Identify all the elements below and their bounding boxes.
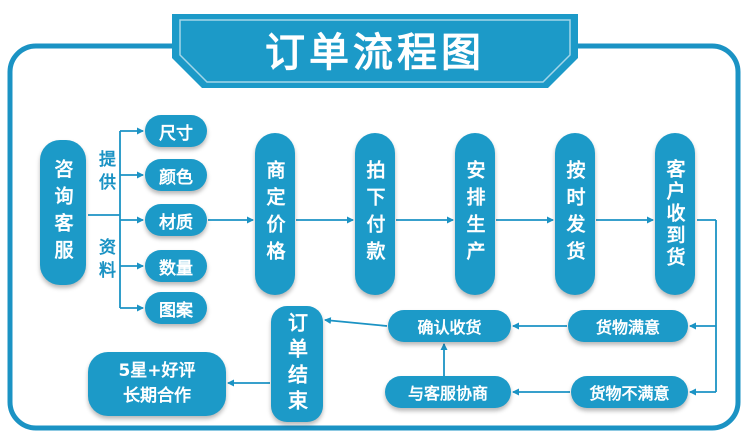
start-node: 咨询客服 — [40, 140, 86, 285]
title-banner-inner — [179, 19, 571, 83]
page-title: 订单流程图 — [265, 30, 485, 76]
outcome-unsatisfied: 货物不满意 — [571, 376, 688, 408]
step-place-order-pay: 拍下付款 — [355, 133, 395, 295]
review-line-2: 长期合作 — [123, 386, 191, 406]
confirm-receipt: 确认收货 — [388, 310, 511, 342]
order-end: 订单结束 — [271, 306, 323, 422]
step-negotiate-price: 商定价格 — [255, 133, 295, 295]
info-item-material: 材质 — [145, 204, 207, 236]
review-line-1: 5星+好评 — [118, 360, 196, 381]
provide-label-bottom: 资料 — [95, 238, 115, 284]
info-item-color: 颜色 — [145, 159, 207, 191]
info-item-pattern: 图案 — [145, 292, 207, 324]
info-item-size: 尺寸 — [145, 115, 207, 147]
title-banner — [172, 14, 578, 88]
negotiate-with-service: 与客服协商 — [385, 376, 511, 408]
review-cooperation-box: 5星+好评 长期合作 — [88, 352, 226, 416]
provide-label-top: 提供 — [95, 150, 115, 196]
info-item-quantity: 数量 — [145, 250, 207, 282]
step-ship-on-time: 按时发货 — [555, 133, 595, 295]
outcome-satisfied: 货物满意 — [568, 310, 688, 342]
step-customer-received: 客户收到货 — [655, 133, 695, 295]
step-arrange-production: 安排生产 — [455, 133, 495, 295]
